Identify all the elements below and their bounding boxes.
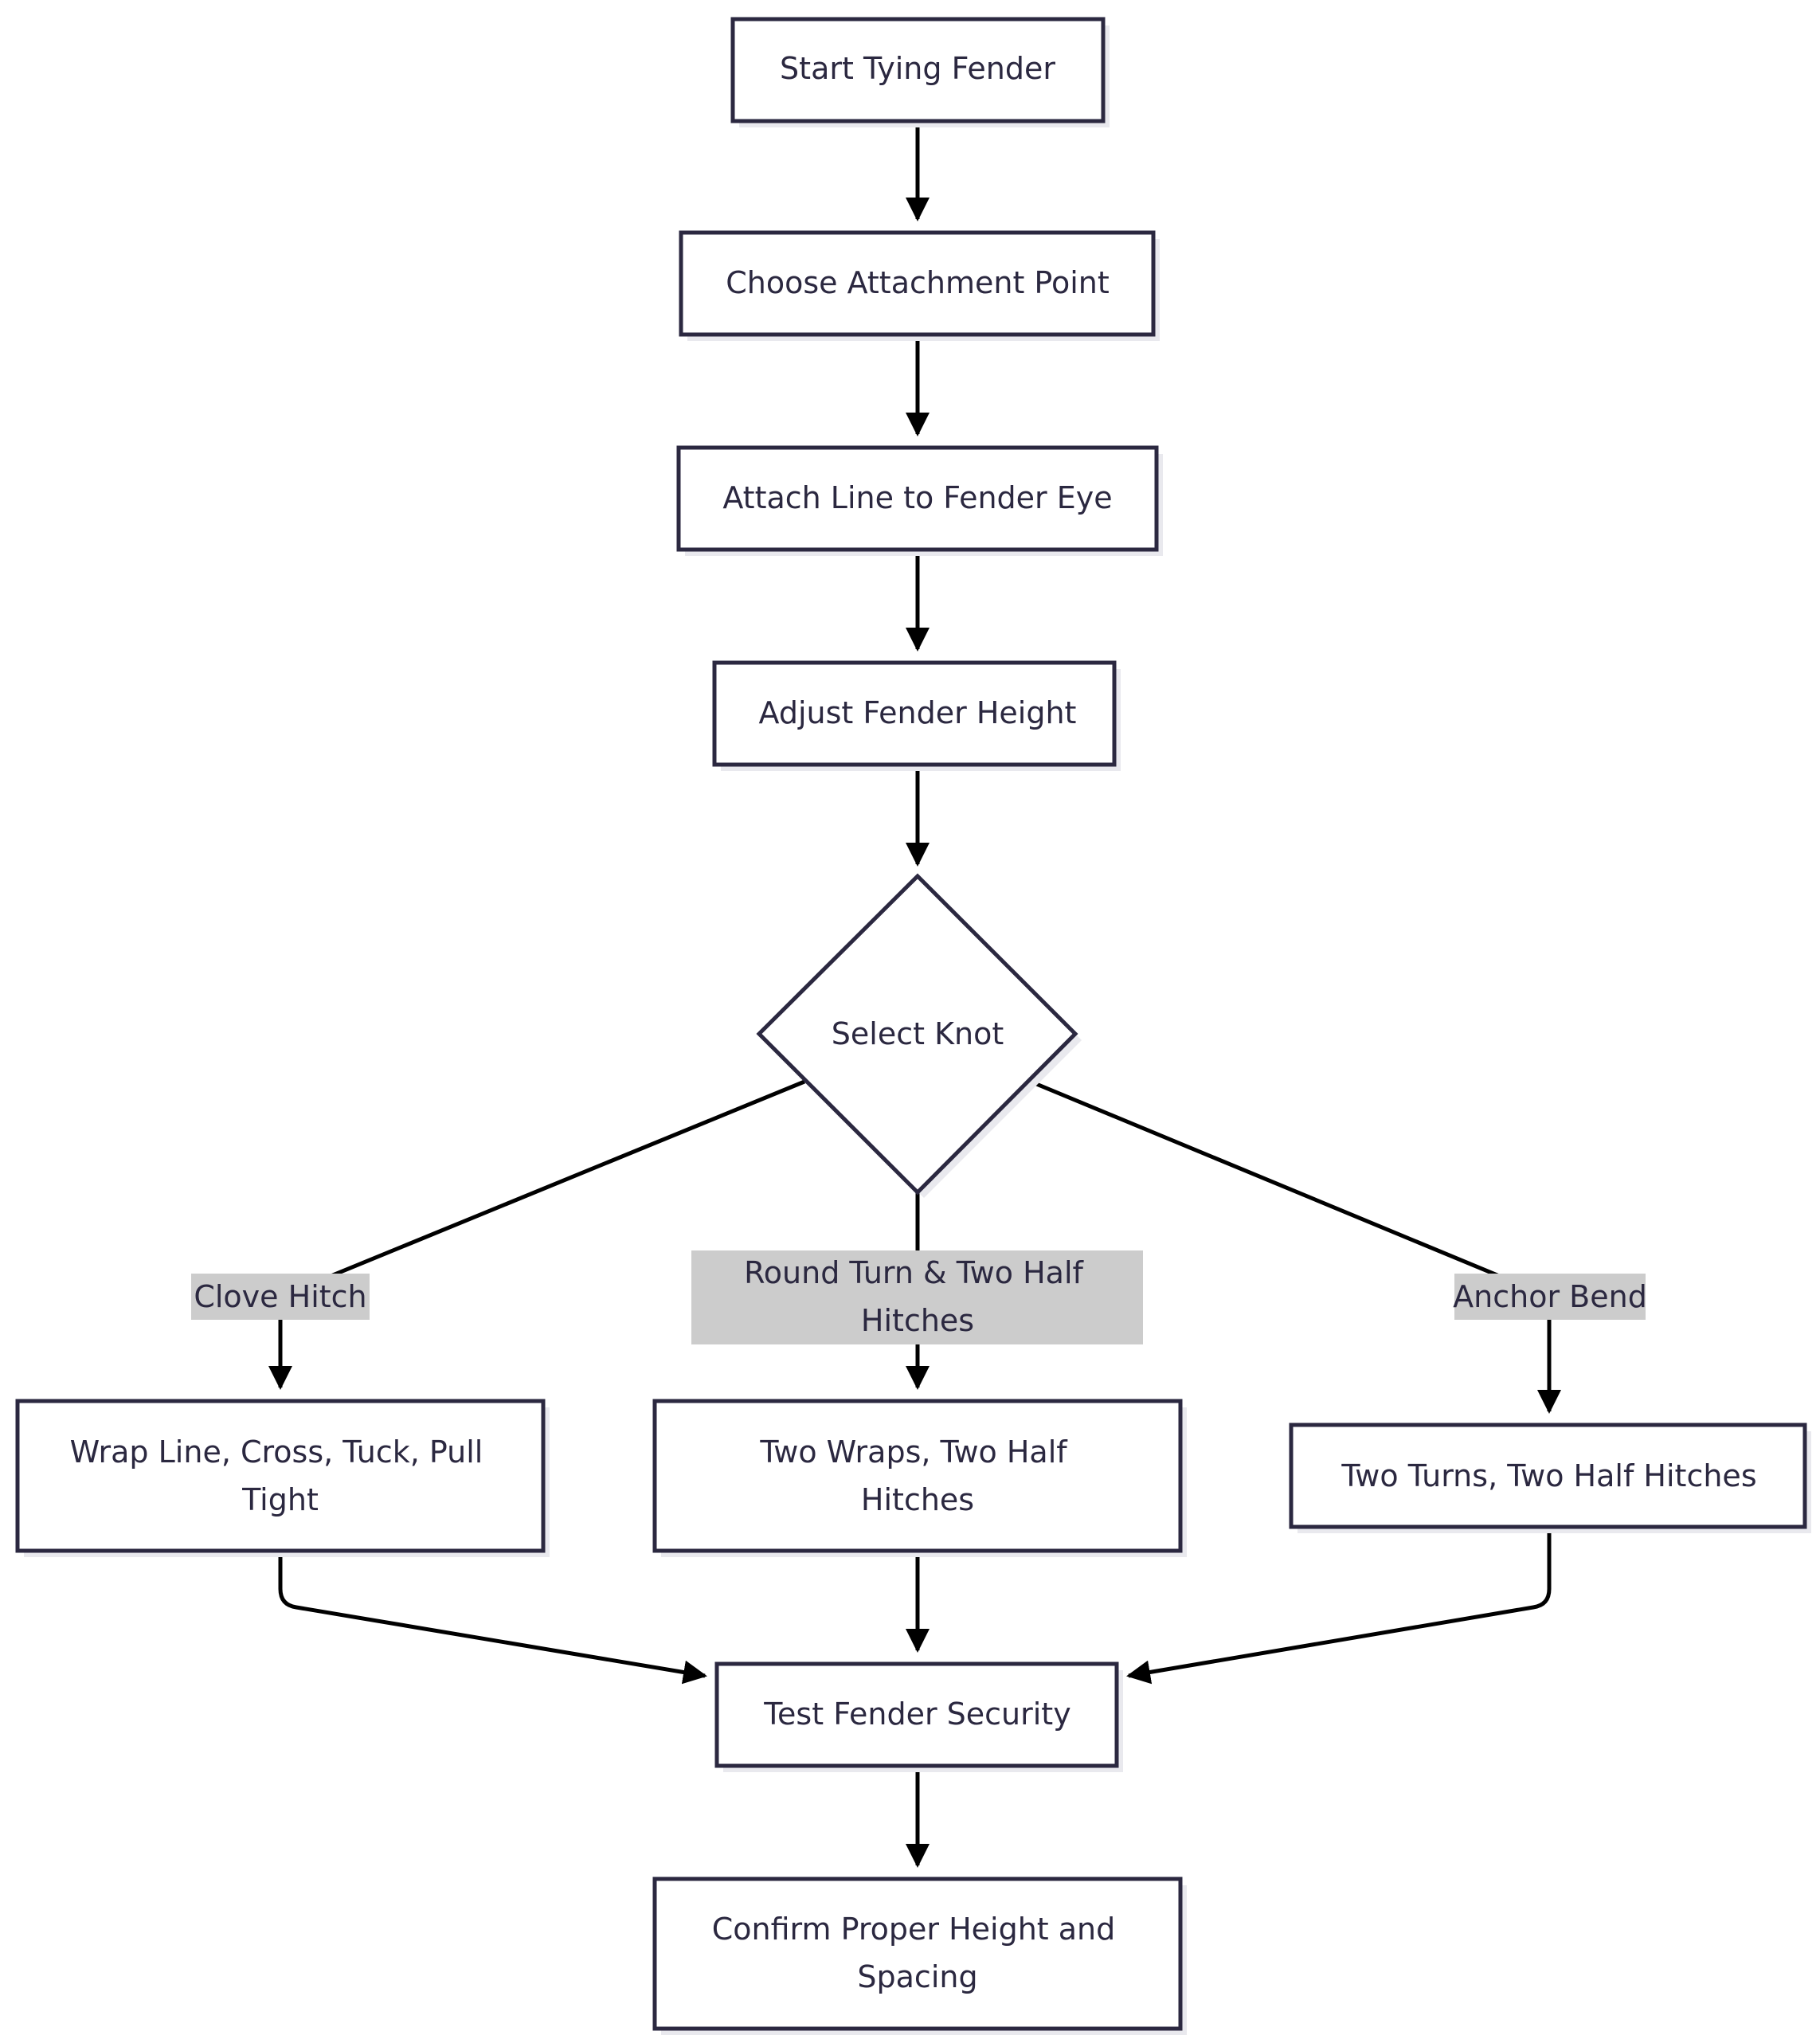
- node-confirm: Confirm Proper Height and Spacing: [652, 1877, 1187, 2035]
- edge-select-to-anchor: [1030, 1079, 1561, 1414]
- edge-label-round-turn-line1: Round Turn & Two Half: [744, 1255, 1084, 1290]
- node-test-security: Test Fender Security: [714, 1661, 1123, 1772]
- node-round-turn-steps-line2: Hitches: [861, 1482, 974, 1517]
- node-attach-line-label: Attach Line to Fender Eye: [722, 480, 1112, 515]
- node-attach-line: Attach Line to Fender Eye: [676, 445, 1163, 556]
- node-clove-steps-line2: Tight: [241, 1482, 319, 1517]
- node-start: Start Tying Fender: [730, 17, 1110, 127]
- node-start-label: Start Tying Fender: [780, 51, 1055, 86]
- edge-clove-to-test: [278, 1551, 707, 1685]
- edge-label-clove-hitch: Clove Hitch: [191, 1274, 370, 1320]
- node-confirm-line1: Confirm Proper Height and: [712, 1912, 1116, 1947]
- node-round-turn-steps-line1: Two Wraps, Two Half: [759, 1434, 1068, 1470]
- node-select-knot-label: Select Knot: [832, 1016, 1004, 1051]
- edge-label-clove-hitch-text: Clove Hitch: [194, 1279, 366, 1314]
- node-test-security-label: Test Fender Security: [763, 1697, 1070, 1732]
- node-clove-steps-line1: Wrap Line, Cross, Tuck, Pull: [70, 1434, 483, 1470]
- edge-label-round-turn-line2: Hitches: [861, 1303, 974, 1338]
- edge-anchor-to-test: [1126, 1527, 1552, 1685]
- node-adjust-height-label: Adjust Fender Height: [759, 695, 1077, 730]
- edge-label-anchor-bend: Anchor Bend: [1453, 1274, 1647, 1320]
- node-anchor-steps: Two Turns, Two Half Hitches: [1289, 1423, 1811, 1533]
- node-round-turn-steps: Two Wraps, Two Half Hitches: [652, 1399, 1187, 1557]
- node-confirm-line2: Spacing: [857, 1959, 977, 1994]
- node-adjust-height: Adjust Fender Height: [712, 660, 1121, 771]
- node-clove-steps: Wrap Line, Cross, Tuck, Pull Tight: [15, 1399, 550, 1557]
- node-choose-attachment-point: Choose Attachment Point: [679, 230, 1160, 341]
- node-anchor-steps-label: Two Turns, Two Half Hitches: [1341, 1458, 1756, 1493]
- node-select-knot: Select Knot: [756, 873, 1082, 1198]
- edge-label-anchor-bend-text: Anchor Bend: [1453, 1279, 1647, 1314]
- node-choose-attachment-point-label: Choose Attachment Point: [726, 265, 1110, 300]
- edge-label-round-turn: Round Turn & Two Half Hitches: [691, 1250, 1143, 1344]
